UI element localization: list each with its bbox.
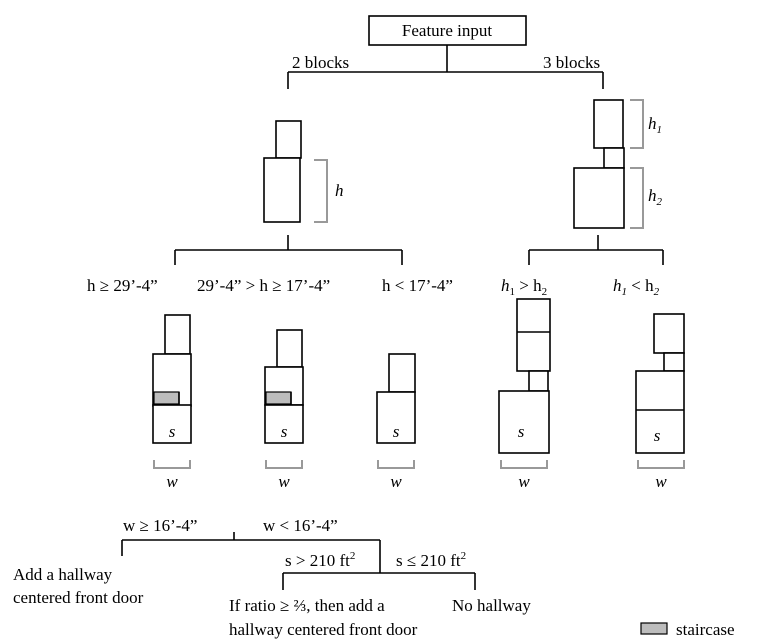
- outcome-h1-gt-h2-massing: [498, 298, 551, 454]
- outcome-h-between-massing: [264, 329, 304, 444]
- height-label-h2: h2: [648, 186, 663, 208]
- width-bracket-5: [637, 460, 685, 469]
- width-bracket-2: [265, 460, 303, 469]
- condition-s-le-210: s ≤ 210 ft2: [396, 550, 466, 570]
- width-bracket-4: [500, 460, 548, 469]
- height-bracket-h2: [630, 167, 644, 229]
- height-bracket-h1: [630, 99, 644, 149]
- width-label-2: w: [278, 472, 290, 491]
- width-label-5: w: [655, 472, 667, 491]
- condition-w-lt-16: w < 16’-4”: [263, 516, 338, 535]
- branch-3-blocks-label: 3 blocks: [543, 53, 600, 72]
- hallway-decision-lines: [121, 532, 476, 590]
- condition-w-ge-16: w ≥ 16’-4”: [123, 516, 197, 535]
- result-ratio-line1: If ratio ≥ ⅔, then add a: [229, 596, 385, 615]
- three-block-connector: [528, 235, 664, 265]
- height-label-h: h: [335, 181, 344, 200]
- outcome-h-ge-29-massing: [152, 314, 192, 444]
- two-block-connector: [174, 235, 403, 265]
- condition-h1-lt-h2: h1 < h2: [613, 276, 660, 298]
- legend-staircase-label: staircase: [676, 620, 735, 639]
- condition-h1-gt-h2: h1 > h2: [501, 276, 547, 298]
- result-ratio-line2: hallway centered front door: [229, 620, 418, 639]
- outcome-h1-lt-h2-massing: [635, 313, 685, 454]
- outcome-2-s-label: s: [281, 422, 288, 441]
- result-add-hallway-line2: centered front door: [13, 588, 144, 607]
- condition-s-gt-210: s > 210 ft2: [285, 550, 355, 570]
- width-label-4: w: [518, 472, 530, 491]
- three-block-prototype: [573, 99, 625, 229]
- outcome-4-s-label: s: [518, 422, 525, 441]
- height-bracket-h: [314, 159, 328, 223]
- condition-h-lt-17: h < 17’-4”: [382, 276, 453, 295]
- root-connector: [287, 45, 604, 89]
- branch-2-blocks-label: 2 blocks: [292, 53, 349, 72]
- width-bracket-1: [153, 460, 191, 469]
- outcome-h-lt-17-massing: [376, 353, 416, 444]
- outcome-1-s-label: s: [169, 422, 176, 441]
- condition-h-ge-29: h ≥ 29’-4”: [87, 276, 158, 295]
- width-bracket-3: [377, 460, 415, 469]
- height-label-h1: h1: [648, 114, 662, 136]
- condition-h-between: 29’-4” > h ≥ 17’-4”: [197, 276, 330, 295]
- width-label-3: w: [390, 472, 402, 491]
- feature-input-label: Feature input: [402, 21, 492, 40]
- two-block-prototype: [263, 120, 302, 223]
- width-label-1: w: [166, 472, 178, 491]
- outcome-3-s-label: s: [393, 422, 400, 441]
- result-no-hallway: No hallway: [452, 596, 531, 615]
- result-add-hallway-line1: Add a hallway: [13, 565, 113, 584]
- legend-staircase-swatch: [640, 622, 668, 635]
- feature-input-box: [368, 15, 527, 46]
- outcome-5-s-label: s: [654, 426, 661, 445]
